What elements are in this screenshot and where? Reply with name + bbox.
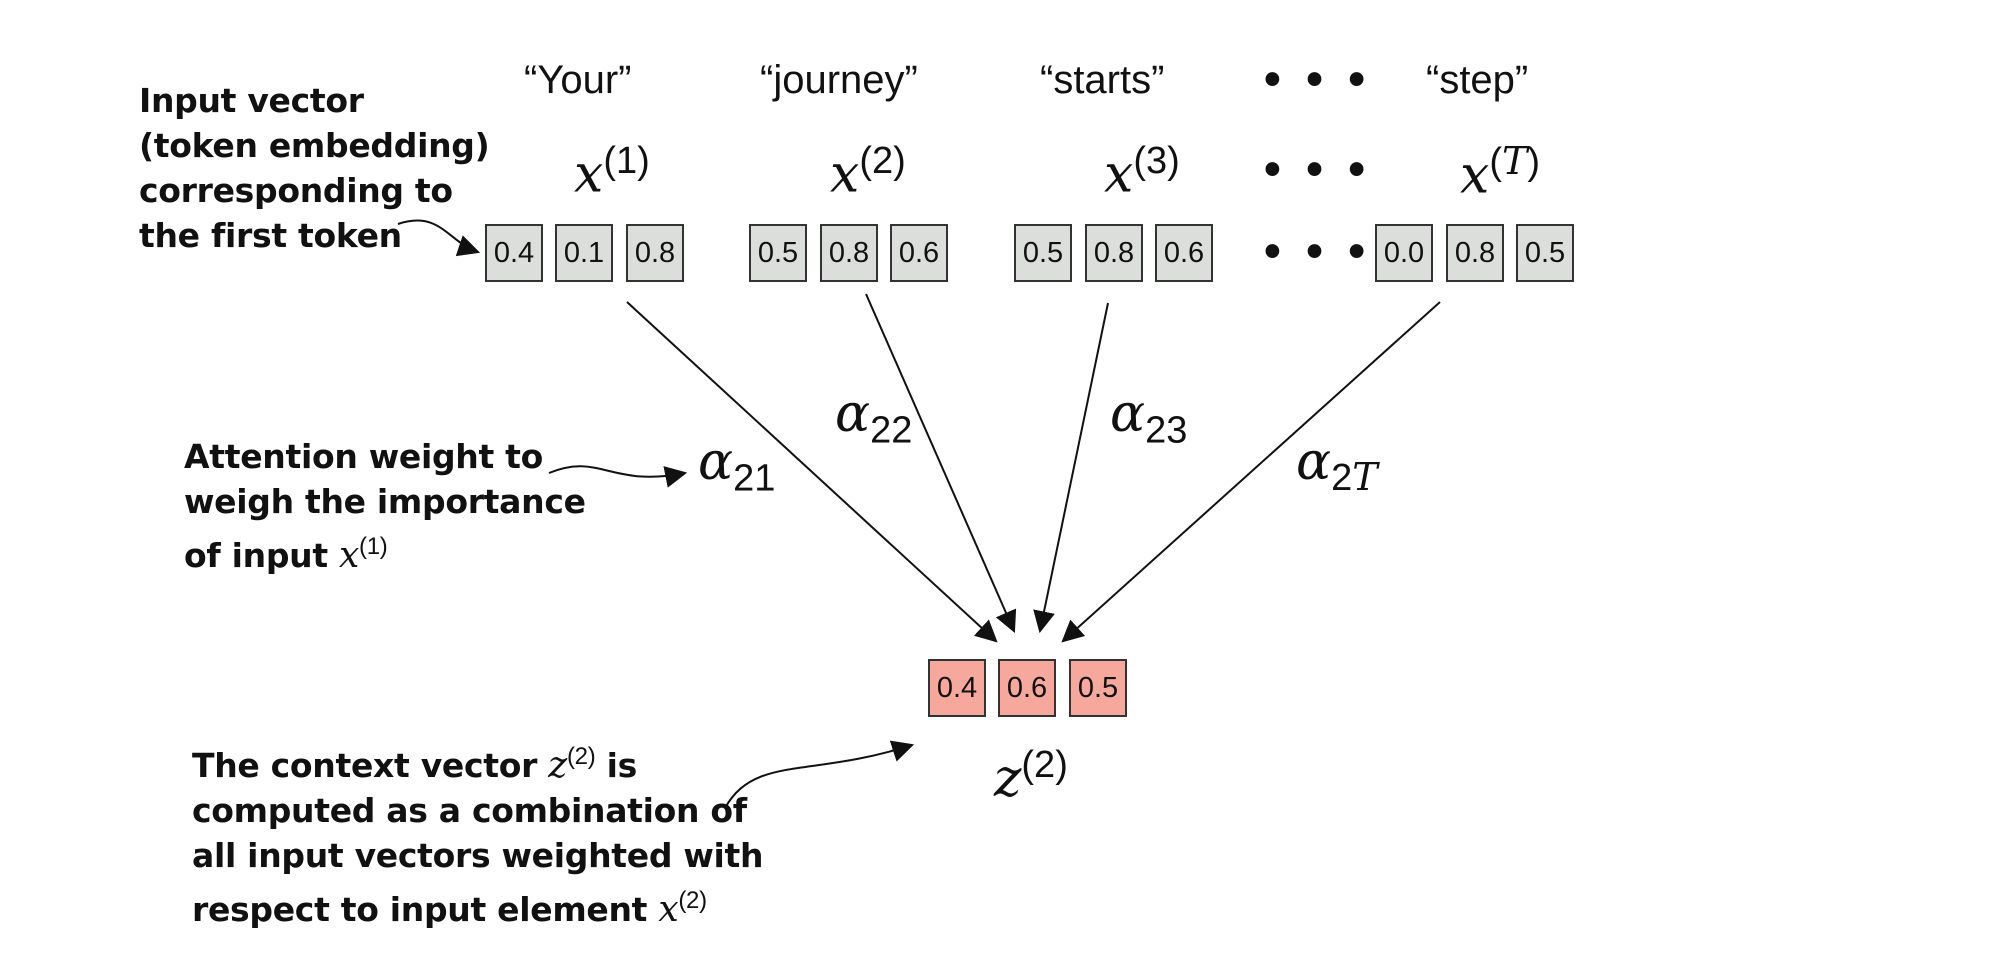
- ellipsis-tokens: • • •: [1264, 53, 1372, 106]
- label-x3: x(3): [1104, 140, 1180, 205]
- ellipsis-vectors: • • •: [1264, 225, 1372, 278]
- vector-cell: 0.1: [555, 224, 613, 282]
- vector-cell: 0.8: [626, 224, 684, 282]
- curly-arrow-attention-note: [548, 465, 688, 488]
- context-cell: 0.6: [998, 659, 1056, 717]
- label-x1: x(1): [574, 140, 650, 205]
- vector-cell: 0.4: [485, 224, 543, 282]
- context-cell: 0.4: [928, 659, 986, 717]
- token-step: “step”: [1426, 58, 1529, 102]
- context-cell: 0.5: [1069, 659, 1127, 717]
- vector-cell: 0.5: [1014, 224, 1072, 282]
- weight-alpha-2T: α2T: [1296, 432, 1378, 500]
- arrow-x2-to-z2: [865, 293, 1017, 634]
- label-x2: x(2): [830, 140, 906, 205]
- vector-cell: 0.6: [890, 224, 948, 282]
- note-context-vector: The context vector z(2) is computed as a…: [192, 743, 764, 930]
- vector-cell: 0.8: [1085, 224, 1143, 282]
- curly-arrow-input-note: [397, 219, 481, 257]
- weight-alpha-22: α22: [835, 384, 913, 452]
- label-z2: z(2): [994, 744, 1068, 809]
- arrow-x3-to-z2: [1033, 302, 1109, 634]
- vector-cell: 0.5: [1516, 224, 1574, 282]
- arrow-x1-to-z2: [626, 301, 998, 643]
- token-your: “Your”: [524, 58, 632, 102]
- note-input-vector: Input vector (token embedding) correspon…: [139, 81, 490, 255]
- curly-arrow-context-note: [724, 740, 915, 809]
- token-starts: “starts”: [1040, 58, 1165, 102]
- vector-cell: 0.8: [820, 224, 878, 282]
- vector-cell: 0.0: [1375, 224, 1433, 282]
- arrow-xT-to-z2: [1061, 301, 1441, 643]
- ellipsis-labels: • • •: [1264, 143, 1372, 196]
- vector-cell: 0.5: [749, 224, 807, 282]
- vector-cell: 0.8: [1446, 224, 1504, 282]
- note-attention-weight: Attention weight to weigh the importance…: [184, 437, 586, 576]
- label-xT: x(T): [1460, 139, 1540, 206]
- token-journey: “journey”: [760, 58, 918, 102]
- weight-alpha-21: α21: [698, 432, 776, 500]
- weight-alpha-23: α23: [1110, 384, 1188, 452]
- vector-cell: 0.6: [1155, 224, 1213, 282]
